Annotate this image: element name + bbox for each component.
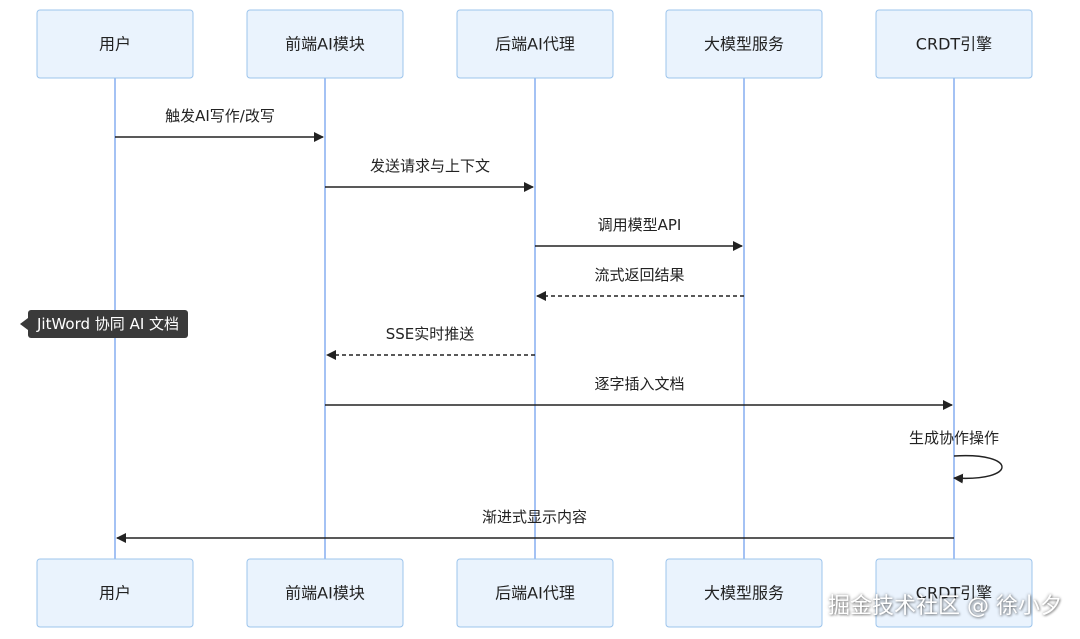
participant-top-3: 大模型服务 [665,9,823,79]
participant-label: CRDT引擎 [916,584,992,603]
participant-bottom-2: 后端AI代理 [456,558,614,628]
participant-box [875,558,1033,628]
participant-bottom-1: 前端AI模块 [246,558,404,628]
message-1: 发送请求与上下文 [325,157,534,192]
participant-label: 大模型服务 [704,35,784,54]
participant-label: 前端AI模块 [285,35,365,54]
participant-box [246,558,404,628]
message-7: 渐进式显示内容 [116,508,954,543]
participant-top-2: 后端AI代理 [456,9,614,79]
participant-label: 后端AI代理 [495,584,575,603]
participant-box [665,9,823,79]
participant-label: 前端AI模块 [285,584,365,603]
message-label: SSE实时推送 [386,325,475,343]
message-label: 发送请求与上下文 [370,157,490,175]
message-4: SSE实时推送 [326,325,535,360]
participant-box [246,9,404,79]
participant-box [665,558,823,628]
watermark: 掘金技术社区 @ 徐小夕 [828,594,1062,619]
message-label: 逐字插入文档 [594,375,684,393]
participant-top-0: 用户 [36,9,194,79]
message-label: 生成协作操作 [909,429,999,447]
participant-top-4: CRDT引擎 [875,9,1033,79]
message-label: 触发AI写作/改写 [165,107,275,125]
participant-label: 大模型服务 [704,584,784,603]
participant-label: 后端AI代理 [495,35,575,54]
participant-label: 用户 [99,35,131,54]
participant-bottom-4: CRDT引擎 [875,558,1033,628]
message-6: 生成协作操作 [909,429,1003,484]
participant-label: CRDT引擎 [916,35,992,54]
message-3: 流式返回结果 [536,266,744,301]
message-label: 流式返回结果 [594,266,684,284]
participant-bottom-3: 大模型服务 [665,558,823,628]
participant-box [456,558,614,628]
participant-top-1: 前端AI模块 [246,9,404,79]
participant-label: 用户 [99,584,131,603]
participant-box [36,9,194,79]
message-0: 触发AI写作/改写 [115,107,324,142]
self-message-arrow [953,454,1003,484]
participant-box [456,9,614,79]
message-2: 调用模型API [535,216,743,251]
message-label: 调用模型API [598,216,682,234]
participant-box [36,558,194,628]
participant-bottom-0: 用户 [36,558,194,628]
message-label: 渐进式显示内容 [482,508,587,526]
doc-tooltip: JitWord 协同 AI 文档 [19,310,189,338]
participant-box [875,9,1033,79]
message-5: 逐字插入文档 [325,375,953,410]
